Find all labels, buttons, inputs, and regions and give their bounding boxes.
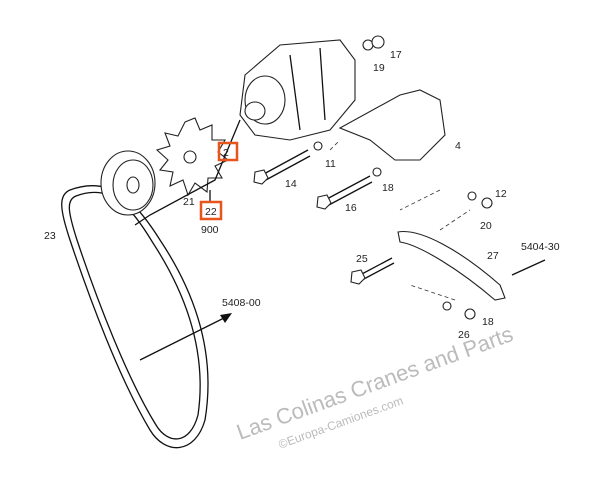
- alternator-fan: [155, 117, 230, 197]
- label-2: 2: [223, 147, 229, 159]
- stud-5404-30: [511, 259, 546, 276]
- label-23: 23: [44, 230, 56, 242]
- pulley: [100, 150, 156, 216]
- label-18-lower: 18: [482, 316, 494, 328]
- label-4: 4: [455, 140, 461, 152]
- bolt-25: [350, 257, 395, 285]
- label-27: 27: [487, 250, 499, 262]
- label-19: 19: [373, 62, 385, 74]
- label-18: 18: [382, 182, 394, 194]
- washers: [313, 35, 493, 320]
- dashed-leaders: [329, 139, 471, 301]
- label-11: 11: [325, 158, 336, 170]
- label-17: 17: [390, 49, 402, 61]
- adjusting-strap: [397, 230, 506, 301]
- alternator: [239, 39, 356, 141]
- label-14: 14: [285, 178, 297, 190]
- label-5404-30: 5404-30: [521, 241, 560, 253]
- bolt-16: [316, 175, 373, 210]
- watermark: Las Colinas Cranes and Parts ©Europa-Cam…: [233, 321, 516, 451]
- label-16: 16: [345, 202, 357, 214]
- label-12: 12: [495, 188, 507, 200]
- watermark-main: Las Colinas Cranes and Parts: [233, 321, 516, 444]
- leader-lines: [134, 119, 241, 226]
- label-26: 26: [458, 329, 470, 341]
- highlight-box-2: [217, 141, 239, 162]
- arrow-5408-00: [139, 313, 232, 361]
- v-belt: [61, 185, 209, 449]
- label-5408-00: 5408-00: [222, 297, 261, 309]
- label-900: 900: [201, 224, 219, 236]
- highlight-box-22: [199, 200, 223, 221]
- callout-labels: 17 19 2 4 11 14 18 12 16 21 22 900 20 23…: [44, 49, 560, 341]
- mounting-bracket: [338, 89, 446, 161]
- label-22: 22: [205, 206, 217, 218]
- label-25: 25: [356, 253, 368, 265]
- label-20: 20: [480, 220, 492, 232]
- label-21: 21: [183, 196, 195, 208]
- bolt-14: [253, 149, 311, 185]
